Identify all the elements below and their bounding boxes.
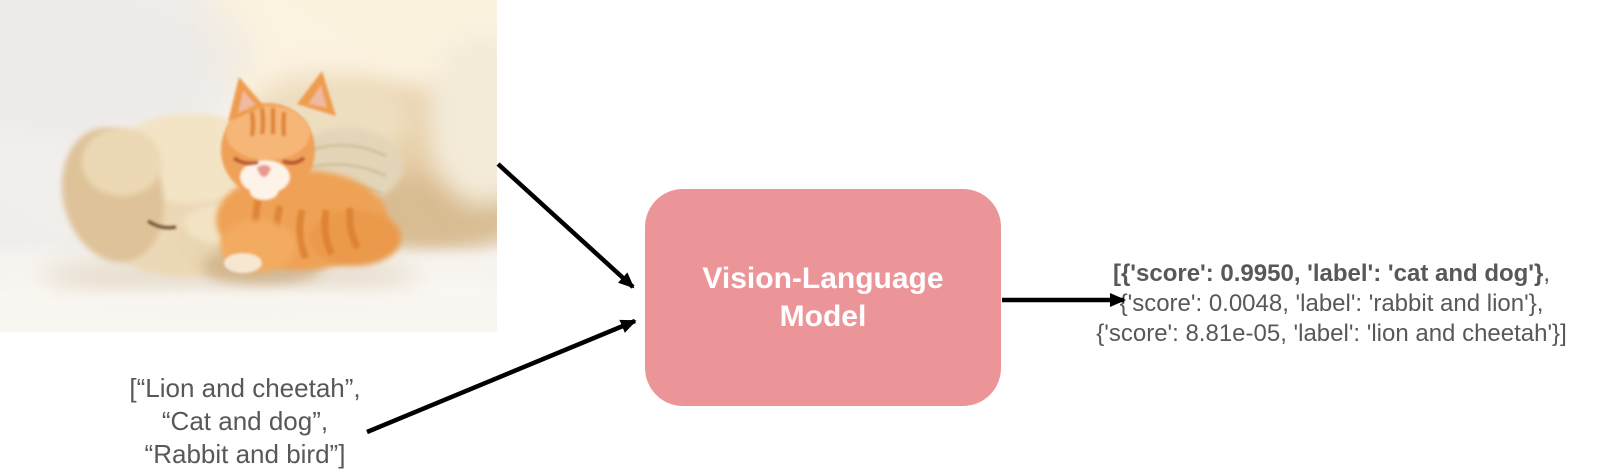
candidate-label-line: “Cat and dog”, [161, 406, 329, 436]
candidate-label-line: “Rabbit and bird”] [144, 439, 346, 469]
arrow-labels-to-model [366, 318, 637, 435]
output-line-3: {'score': 8.81e-05, 'label': 'lion and c… [1096, 320, 1567, 347]
candidate-label-line: [“Lion and cheetah”, [129, 373, 361, 403]
candidate-labels-list: [“Lion and cheetah”, “Cat and dog”, “Rab… [95, 372, 395, 471]
output-top-score: [{'score': 0.9950, 'label': 'cat and dog… [1112, 260, 1544, 287]
arrow-image-to-model [496, 162, 635, 289]
output-line-2: {'score': 0.0048, 'label': 'rabbit and l… [1119, 290, 1544, 317]
model-label-line2: Model [779, 299, 867, 333]
model-label-line1: Vision-Language [702, 261, 944, 295]
output-top-tail: , [1543, 260, 1551, 287]
pet-photo [0, 0, 497, 332]
vision-language-model-node: Vision-Language Model [645, 189, 1001, 406]
model-output-text: [{'score': 0.9950, 'label': 'cat and dog… [1063, 259, 1600, 349]
output-line-top: [{'score': 0.9950, 'label': 'cat and dog… [1063, 259, 1600, 289]
